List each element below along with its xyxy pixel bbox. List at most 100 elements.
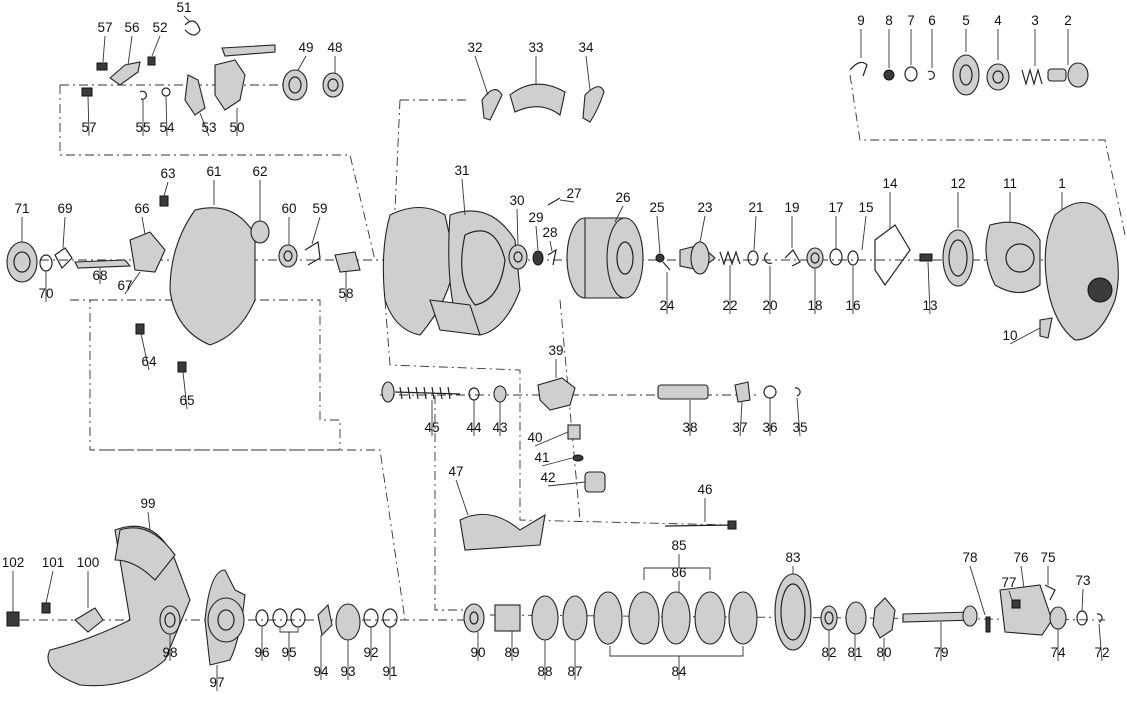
spring-51: [184, 20, 201, 36]
part-label-19: 19: [784, 200, 799, 215]
part-label-99: 99: [140, 496, 155, 511]
bearing-44: [468, 387, 480, 401]
part-label-95: 95: [281, 645, 296, 660]
part-label-25: 25: [649, 200, 664, 215]
plate-66: [129, 231, 166, 273]
part-label-26: 26: [615, 190, 630, 205]
part-label-63: 63: [160, 166, 175, 181]
part-25: [655, 253, 665, 263]
spring-9: [849, 61, 868, 77]
sleeve-89: [494, 604, 521, 632]
pin-27: [547, 197, 561, 206]
leader-line-63: [163, 181, 169, 197]
leader-line-30: [516, 208, 519, 246]
part-32: [481, 89, 503, 121]
part-group-middle-row: [508, 197, 1119, 341]
pinion-58: [334, 251, 361, 273]
part-label-67: 67: [117, 278, 132, 293]
leader-line-52: [151, 35, 161, 57]
leader-line-28: [549, 240, 553, 252]
screw-13: [919, 253, 933, 262]
part-label-46: 46: [697, 482, 712, 497]
part-37: [734, 381, 751, 403]
cover-11: [985, 221, 1041, 294]
screw-64: [135, 323, 145, 335]
spring-3: [1021, 67, 1043, 87]
washer-95b: [290, 608, 306, 628]
leader-line-57: [87, 95, 90, 137]
part-label-44: 44: [466, 420, 482, 435]
leader-line-29: [535, 225, 539, 251]
part-label-16: 16: [845, 298, 860, 313]
leader-line-41: [541, 457, 573, 467]
part-label-48: 48: [327, 40, 342, 55]
leader-line-10: [1009, 327, 1041, 345]
part-group-middle-left: [6, 195, 361, 373]
spring-22: [719, 250, 741, 266]
bearing-48: [322, 72, 344, 98]
part-group-handle: [6, 525, 398, 687]
washer-17: [829, 248, 843, 266]
part-label-30: 30: [509, 193, 524, 208]
washer-7: [904, 66, 918, 82]
leader-line-64: [140, 333, 150, 371]
worm-gear-45: [381, 381, 395, 403]
part-label-56: 56: [124, 20, 139, 35]
spring-57-bottom: [81, 87, 93, 97]
disc-86b: [661, 591, 691, 645]
washer-36: [763, 385, 777, 399]
part-label-41: 41: [534, 450, 549, 465]
part-label-24: 24: [659, 298, 675, 313]
bearing-90: [463, 603, 485, 633]
part-label-35: 35: [792, 420, 807, 435]
part-label-27: 27: [566, 186, 581, 201]
part-label-74: 74: [1050, 645, 1066, 660]
part-label-11: 11: [1003, 176, 1017, 191]
leader-line-21: [753, 215, 757, 251]
bearing-98: [159, 605, 181, 635]
part-label-2: 2: [1064, 13, 1072, 28]
part-label-57: 57: [81, 120, 96, 135]
leader-line-37: [739, 401, 743, 437]
spring-14: [874, 224, 911, 287]
part-label-4: 4: [994, 13, 1002, 28]
part-47: [459, 513, 546, 551]
part-label-71: 71: [14, 201, 29, 216]
part-label-34: 34: [578, 40, 594, 55]
plate-76: [999, 584, 1053, 636]
pin-40: [567, 424, 581, 440]
washer-16: [847, 250, 859, 266]
ring-29: [532, 250, 544, 266]
part-label-53: 53: [201, 120, 216, 135]
part-label-70: 70: [38, 286, 53, 301]
pin-78: [985, 616, 991, 633]
part-label-40: 40: [527, 430, 542, 445]
part-label-97: 97: [209, 675, 224, 690]
washer-69: [54, 247, 73, 269]
clip-20: [764, 252, 773, 264]
part-label-37: 37: [732, 420, 747, 435]
part-label-85: 85: [671, 538, 686, 553]
part-label-55: 55: [135, 120, 150, 135]
part-label-20: 20: [762, 298, 777, 313]
spring-19: [784, 249, 801, 267]
leader-line-32: [474, 55, 489, 96]
part-group-top-middle: [481, 83, 605, 123]
part-label-73: 73: [1075, 573, 1090, 588]
guide-39: [537, 377, 576, 411]
part-label-22: 22: [722, 298, 737, 313]
leader-line-47: [455, 479, 469, 516]
part-label-59: 59: [312, 201, 327, 216]
part-label-81: 81: [847, 645, 862, 660]
shaft-68: [74, 259, 132, 269]
leader-line-23: [699, 215, 706, 243]
bearing-18: [806, 247, 824, 269]
brackets: [279, 567, 744, 657]
part-label-96: 96: [254, 645, 269, 660]
part-label-32: 32: [467, 40, 482, 55]
leader-line-34: [585, 55, 591, 91]
part-label-6: 6: [928, 13, 936, 28]
leader-line-54: [165, 96, 168, 137]
part-label-79: 79: [933, 645, 948, 660]
bearing-74: [1049, 606, 1067, 630]
